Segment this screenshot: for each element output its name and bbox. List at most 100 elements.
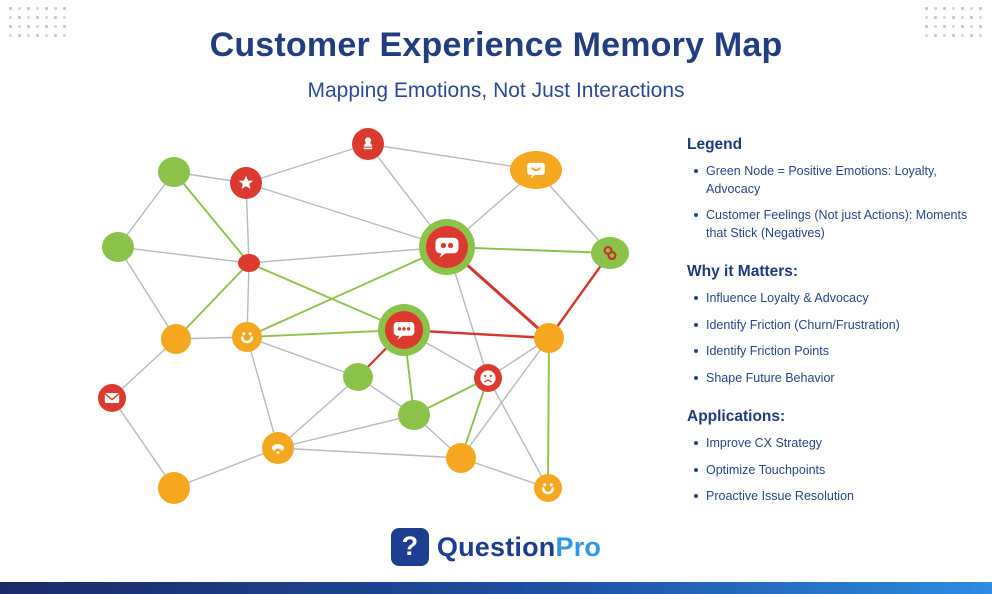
- brand-name: QuestionPro: [437, 532, 601, 563]
- panel-section-heading: Legend: [687, 136, 743, 153]
- bullet-icon: [694, 467, 698, 472]
- decor-dot: [36, 25, 39, 28]
- decor-dot: [18, 7, 21, 10]
- edge-n7-n10: [246, 246, 448, 338]
- envelope-icon: [104, 393, 120, 403]
- decor-dot: [45, 16, 48, 19]
- panel-section-heading: Why it Matters:: [687, 263, 799, 280]
- node-body: [232, 322, 262, 352]
- edge-n3-n4: [367, 143, 537, 171]
- map-node-grin-face: [232, 322, 262, 352]
- brand-footer: ? QuestionPro: [0, 528, 992, 566]
- decor-dot: [9, 34, 12, 37]
- map-node-user: [352, 128, 384, 160]
- panel-section-1: Why it Matters: Influence Loyalty & Advoc…: [687, 263, 977, 387]
- decor-dot: [9, 16, 12, 19]
- map-node-yellow: [161, 324, 191, 354]
- sad-face-icon: [480, 370, 496, 386]
- phone-icon: [271, 444, 285, 454]
- edge-n8-n14: [547, 251, 612, 340]
- decor-dot: [979, 25, 982, 28]
- brand-name-primary: Question: [436, 531, 556, 562]
- questionpro-logo-icon: ?: [390, 528, 429, 566]
- node-body: [158, 472, 190, 504]
- panel-list-item: Identify Friction (Churn/Frustration): [687, 317, 977, 335]
- edge-n6-n11: [248, 262, 405, 331]
- chain-link-icon: [603, 245, 617, 261]
- panel-item-text: Identify Friction (Churn/Frustration): [706, 317, 900, 332]
- node-body: [446, 443, 476, 473]
- node-body: [161, 324, 191, 354]
- map-node-green: [398, 400, 430, 430]
- decor-dot: [36, 16, 39, 19]
- panel-list-item: Influence Loyalty & Advocacy: [687, 290, 977, 308]
- panel-list-item: Proactive Issue Resolution: [687, 488, 977, 506]
- edge-n5-n6: [117, 246, 250, 264]
- grin-face-icon: [541, 483, 555, 495]
- panel-item-text: Proactive Issue Resolution: [706, 489, 854, 503]
- node-body: [102, 232, 134, 262]
- bullet-icon: [694, 375, 698, 380]
- decor-dot: [63, 16, 66, 19]
- decor-dot: [27, 34, 30, 37]
- decor-dot: [952, 16, 955, 19]
- bullet-icon: [694, 169, 698, 173]
- bullet-icon: [694, 349, 698, 353]
- panel-item-text: Identify Friction Points: [706, 344, 829, 358]
- chat-dots-icon: [393, 321, 415, 340]
- map-node-yellow: [446, 443, 476, 473]
- decor-dot: [961, 34, 964, 37]
- map-node-yellow: [534, 323, 564, 353]
- decor-dot: [952, 25, 955, 28]
- panel-list-item: Green Node = Positive Emotions: Loyalty,…: [687, 163, 977, 198]
- logo-glyph: ?: [401, 530, 419, 561]
- decor-dot: [979, 16, 982, 19]
- edge-n19-n17: [277, 447, 462, 459]
- panel-list-item: Shape Future Behavior: [687, 370, 977, 388]
- decor-dot: [970, 34, 973, 37]
- edge-n2-n3: [245, 143, 369, 184]
- panel-section-heading: Applications:: [687, 408, 786, 425]
- node-body: [343, 363, 373, 391]
- bullet-icon: [694, 322, 698, 327]
- decor-dot: [36, 7, 39, 10]
- map-node-grin-face: [534, 474, 562, 502]
- decor-dot: [943, 34, 946, 37]
- decor-dot: [970, 7, 973, 10]
- decor-dot: [27, 16, 30, 19]
- decor-dot: [934, 34, 937, 37]
- panel-list-item: Improve CX Strategy: [687, 435, 977, 453]
- node-layer: [98, 128, 629, 504]
- edge-n1-n5: [117, 171, 175, 248]
- decor-dot: [63, 34, 66, 37]
- decor-dot: [970, 25, 973, 28]
- decor-dot: [27, 7, 30, 10]
- brand-name-secondary: Pro: [555, 531, 602, 562]
- decor-dot: [27, 25, 30, 28]
- chat-smile-icon: [527, 162, 545, 179]
- panel-item-text: Influence Loyalty & Advocacy: [706, 291, 869, 305]
- panel-item-text: Shape Future Behavior: [706, 370, 835, 385]
- edge-n10-n19: [246, 336, 279, 449]
- panel-item-text: Improve CX Strategy: [706, 436, 823, 450]
- map-node-chat-smile: [510, 151, 562, 189]
- bullet-icon: [694, 441, 698, 445]
- decor-dot: [979, 34, 982, 37]
- edge-n6-n7: [248, 246, 448, 264]
- user-icon: [363, 137, 373, 150]
- panel-item-text: Optimize Touchpoints: [706, 462, 826, 477]
- map-node-red: [238, 254, 260, 272]
- decor-dot: [18, 25, 21, 28]
- bullet-icon: [694, 296, 698, 300]
- map-node-sad-face: [474, 364, 502, 392]
- decor-dot: [925, 34, 928, 37]
- decor-dot: [36, 34, 39, 37]
- map-node-green: [102, 232, 134, 262]
- map-node-phone: [262, 432, 294, 464]
- decor-dot: [9, 25, 12, 28]
- panel-list-item: Identify Friction Points: [687, 343, 977, 361]
- decor-dot: [934, 25, 937, 28]
- decor-dot: [18, 16, 21, 19]
